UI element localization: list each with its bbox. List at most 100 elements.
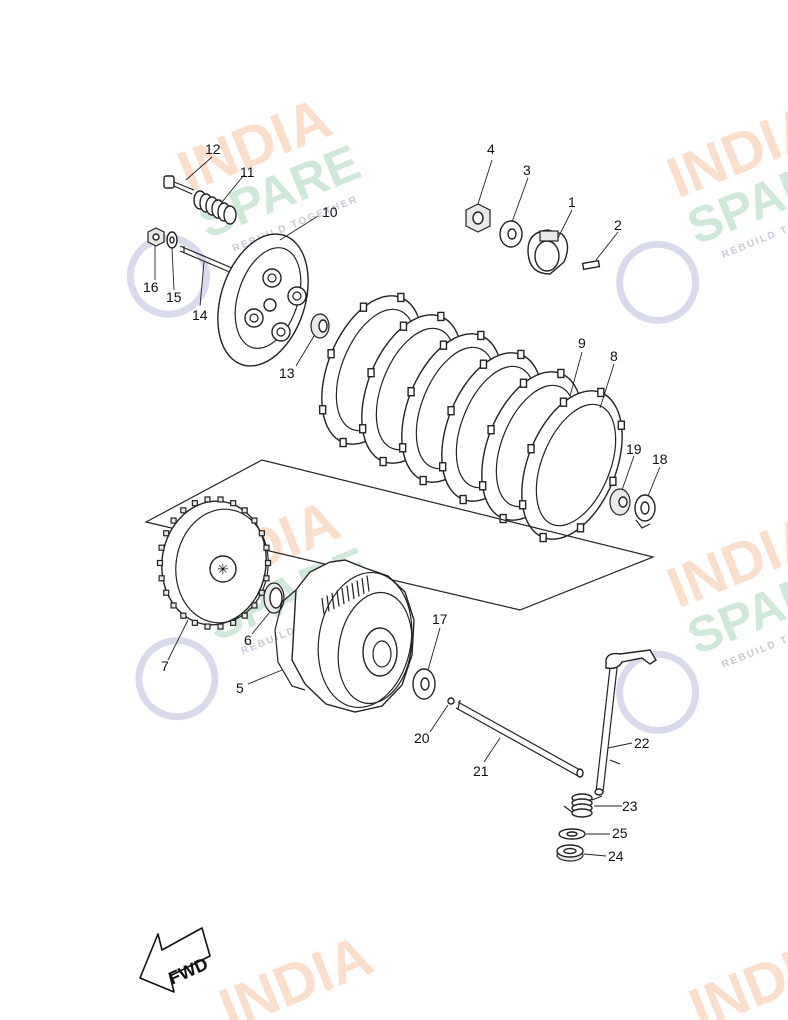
part-label-20: 20 (414, 730, 430, 746)
part-label-23: 23 (622, 798, 638, 814)
part-label-5: 5 (236, 680, 244, 696)
gear-tooth (230, 619, 237, 626)
housing-slot (351, 582, 355, 600)
part-label-14: 14 (192, 307, 208, 323)
gear-tooth (180, 612, 187, 619)
watermark-line1: INDIA (211, 923, 382, 1020)
part-label-24: 24 (608, 848, 624, 864)
part-label-10: 10 (322, 204, 338, 220)
spring-23-drawing (563, 793, 603, 818)
ball-20-drawing (447, 697, 455, 705)
part-label-16: 16 (143, 279, 159, 295)
watermark-top-right: INDIA SPARE REBUILD TOGETHER (616, 91, 788, 324)
gear-teeth (156, 496, 272, 630)
part-label-17: 17 (432, 611, 448, 627)
bearing-13-drawing (310, 313, 330, 339)
housing-slot (356, 580, 360, 597)
gear-tooth (158, 575, 165, 582)
housing-slot (321, 597, 325, 615)
gear-tooth (263, 575, 270, 582)
assembly-outline-frame (144, 459, 655, 611)
housing-slot (346, 585, 350, 602)
watermark-logo-icon (135, 637, 219, 721)
pressure-plate-10-drawing (217, 233, 309, 367)
gear-tooth (217, 496, 224, 503)
part-label-7: 7 (161, 658, 169, 674)
gear-tooth (163, 530, 170, 537)
clutch-plate (518, 387, 626, 543)
gear-tooth (170, 602, 177, 609)
watermark-bottom-left: INDIA (211, 923, 382, 1020)
fwd-arrow-icon (139, 927, 211, 993)
push-rod-14-drawing (179, 245, 233, 274)
part-label-6: 6 (244, 632, 252, 648)
gear-tooth (170, 517, 177, 524)
gear-tooth (241, 612, 248, 619)
part-label-13: 13 (279, 365, 295, 381)
gear-tooth (163, 589, 170, 596)
gear-tooth (230, 500, 237, 507)
gear-tooth (217, 623, 224, 630)
housing-slots (321, 575, 370, 615)
housing-slot (336, 590, 340, 607)
part-label-18: 18 (652, 451, 668, 467)
watermark-middle-right: INDIA SPARE REBUILD TOGETHER (616, 501, 788, 734)
part-label-9: 9 (578, 335, 586, 351)
leader-lines (154, 156, 661, 857)
watermark-bottom-right: INDIA (681, 923, 788, 1020)
part-label-8: 8 (610, 348, 618, 364)
part-label-11: 11 (240, 164, 255, 180)
washer-17-drawing (412, 668, 436, 700)
gear-tooth (204, 496, 211, 503)
watermark-line1: INDIA (681, 923, 788, 1020)
washer-25-drawing (558, 828, 586, 840)
part-label-1: 1 (568, 194, 576, 210)
part-number-labels: 12 11 10 16 15 14 13 4 3 1 2 9 8 19 18 1… (143, 141, 668, 864)
nut-4-drawing (465, 203, 491, 233)
fwd-direction-arrow: FWD (139, 927, 211, 993)
part-label-12: 12 (205, 141, 221, 157)
part-label-22: 22 (634, 735, 650, 751)
housing-slot (341, 587, 345, 605)
gear-center-mark: ✳ (217, 561, 229, 577)
clutch-housing-5-drawing (274, 559, 415, 713)
gear-tooth (158, 544, 165, 551)
gear-tooth (241, 507, 248, 514)
gear-tooth (251, 517, 258, 524)
washer-3-drawing (499, 220, 523, 248)
spring-11-drawing (193, 190, 237, 225)
pin-2-drawing (581, 259, 601, 271)
hub-1-drawing (527, 229, 569, 275)
part-label-19: 19 (626, 441, 642, 457)
part-label-25: 25 (612, 825, 628, 841)
part-label-4: 4 (487, 141, 495, 157)
push-rod-21-drawing (455, 699, 584, 778)
gear-tooth (191, 619, 198, 626)
watermark-logo-icon (616, 240, 700, 324)
part-label-21: 21 (473, 763, 489, 779)
lock-washer-18-drawing (634, 494, 656, 529)
gear-tooth (258, 589, 265, 596)
pressure-plate-assembly (147, 175, 330, 367)
housing-slot (331, 592, 335, 610)
hub-fastener-group (465, 203, 601, 275)
gear-tooth (191, 500, 198, 507)
oil-seal-24-drawing (556, 844, 584, 862)
washer-19-drawing (609, 488, 631, 516)
nut-16-drawing (147, 227, 165, 247)
housing-slot (361, 577, 365, 595)
gear-tooth (251, 602, 258, 609)
plate-6-drawing (263, 582, 285, 614)
gear-tooth (263, 544, 270, 551)
clutch-plate-stack (318, 292, 626, 543)
part-label-3: 3 (523, 162, 531, 178)
gear-tooth (258, 530, 265, 537)
part-label-15: 15 (166, 289, 182, 305)
housing-slot (326, 595, 330, 612)
gear-tooth (180, 507, 187, 514)
gear-tooth (156, 559, 164, 567)
gear-tooth (204, 623, 211, 630)
driven-gear-7-drawing: ✳ (156, 496, 272, 630)
bolt-12-drawing (163, 175, 195, 195)
